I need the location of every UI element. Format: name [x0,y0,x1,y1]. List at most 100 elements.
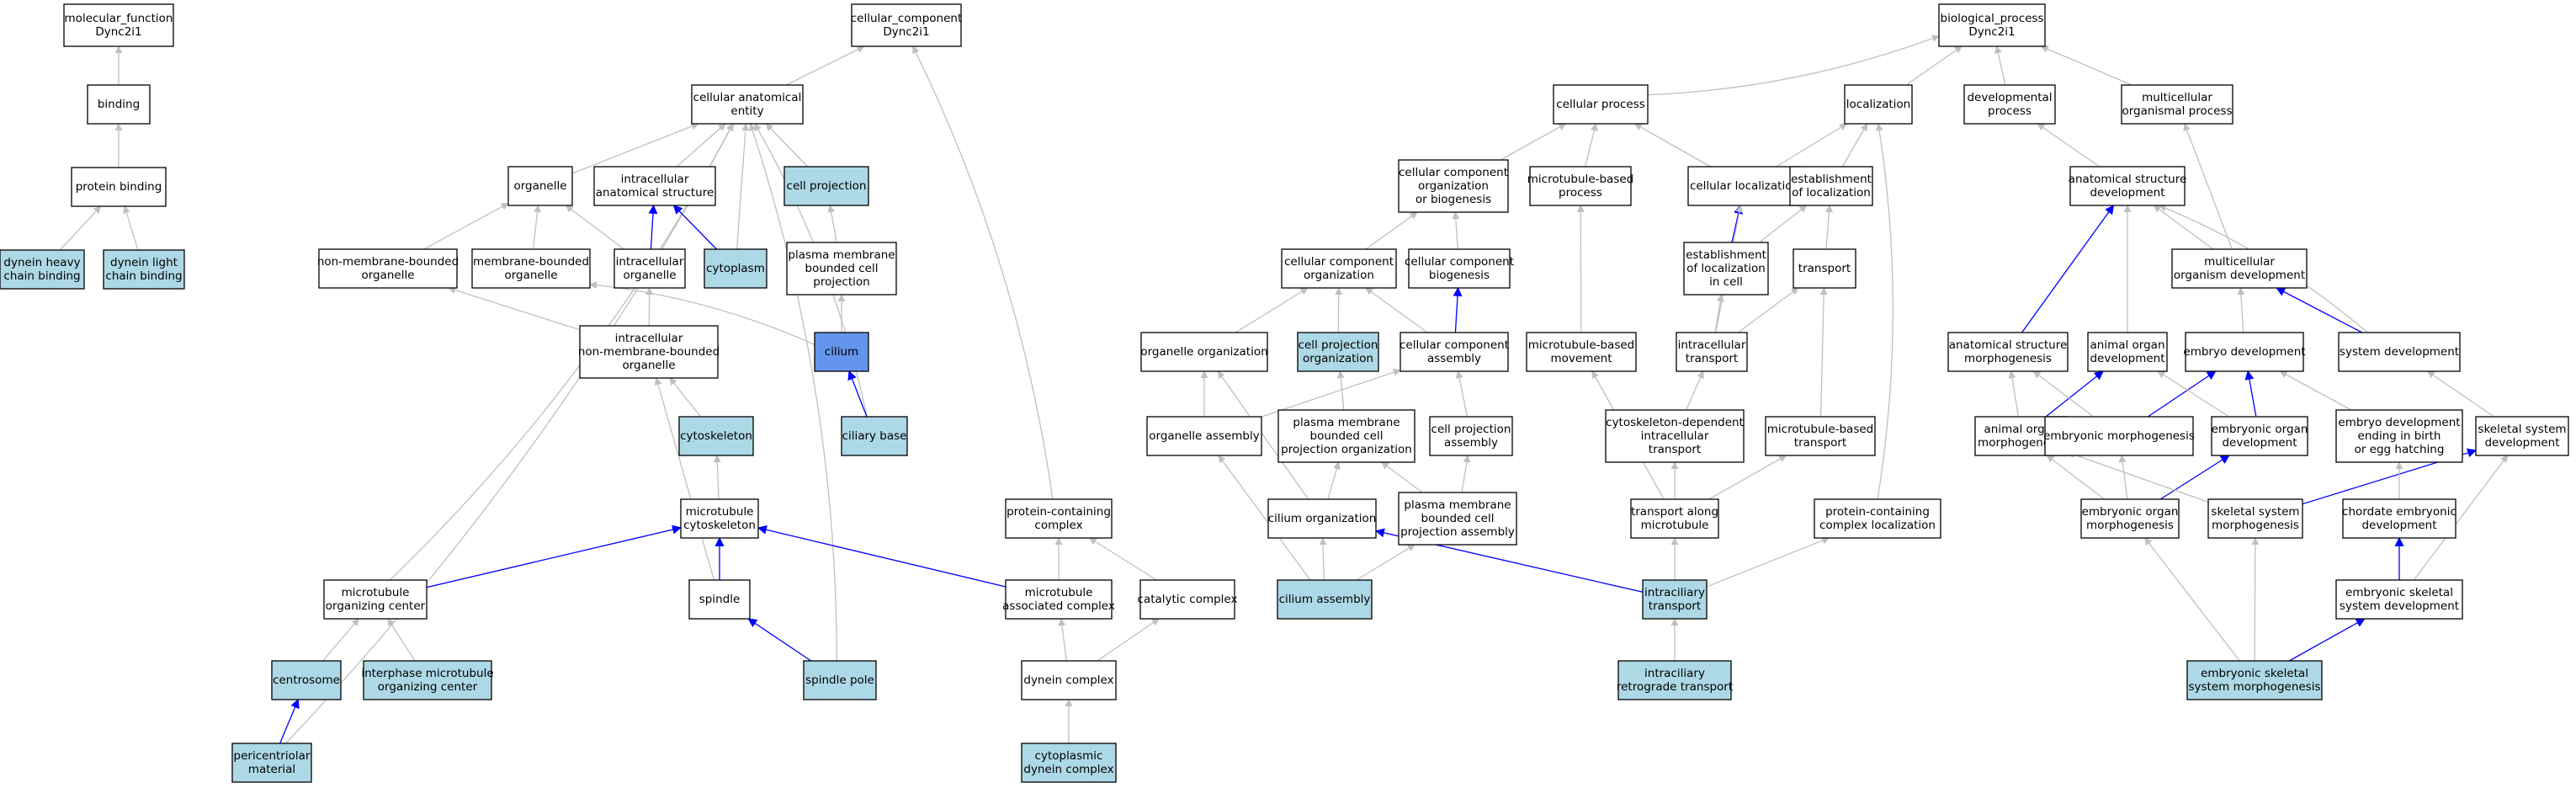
go-term-organelle-org[interactable]: organelle organization [1140,332,1268,372]
term-box[interactable] [471,248,591,289]
term-box[interactable] [2087,332,2168,372]
term-box[interactable] [2185,332,2304,372]
go-term-protein-binding[interactable]: protein binding [71,167,167,207]
go-term-organelle-assembly[interactable]: organelle assembly [1146,416,1262,456]
term-box[interactable] [71,167,167,207]
term-box[interactable] [688,579,751,620]
term-box[interactable] [1605,409,1745,463]
term-box[interactable] [1793,248,1856,289]
term-box[interactable] [2186,660,2323,700]
term-box[interactable] [1765,416,1876,456]
term-box[interactable] [1297,332,1379,372]
term-box[interactable] [2211,416,2308,456]
go-term-cilium-assembly[interactable]: cilium assembly [1277,579,1373,620]
go-term-inmbo[interactable]: intracellularnon-membrane-boundedorganel… [578,325,720,379]
term-box[interactable] [1139,579,1235,620]
term-box[interactable] [2121,84,2233,125]
go-term-cilium[interactable]: cilium [814,332,869,372]
term-box[interactable] [1687,166,1802,206]
term-box[interactable] [1277,579,1373,620]
go-term-spindle[interactable]: spindle [688,579,751,620]
term-box[interactable] [1400,332,1509,372]
term-box[interactable] [103,249,185,290]
term-box[interactable] [1814,498,1941,539]
go-term-embryo-dev[interactable]: embryo development [2183,332,2306,372]
term-box[interactable] [2338,332,2461,372]
term-box[interactable] [1277,409,1415,463]
term-box[interactable] [1005,498,1113,539]
go-term-localization[interactable]: localization [1844,84,1913,125]
go-term-dynein-complex[interactable]: dynein complex [1021,660,1117,700]
term-box[interactable] [1146,416,1262,456]
term-box[interactable] [0,249,85,290]
term-box[interactable] [783,166,869,206]
go-term-cytoskeleton[interactable]: cytoskeleton [678,416,754,456]
term-box[interactable] [318,248,458,289]
term-box[interactable] [841,416,908,456]
term-box[interactable] [803,660,877,700]
term-box[interactable] [2335,579,2463,620]
term-box[interactable] [2069,166,2186,206]
go-term-emb-morph[interactable]: embryonic morphogenesis [2043,416,2195,456]
term-box[interactable] [579,325,719,379]
term-box[interactable] [786,242,897,296]
term-box[interactable] [1938,3,2046,47]
term-box[interactable] [613,248,686,289]
go-term-cilium-org[interactable]: cilium organization [1267,498,1377,539]
term-box[interactable] [1005,579,1113,620]
term-box[interactable] [691,84,804,125]
term-box[interactable] [2044,416,2194,456]
term-box[interactable] [1963,84,2056,125]
go-term-ciliary-base[interactable]: ciliary base [841,416,908,456]
go-term-spindle-pole[interactable]: spindle pole [803,660,877,700]
go-term-catalytic-complex[interactable]: catalytic complex [1138,579,1238,620]
term-box[interactable] [1617,660,1732,700]
term-box[interactable] [1844,84,1913,125]
term-box[interactable] [87,84,151,125]
go-term-cdit[interactable]: cytoskeleton-dependentintracellulartrans… [1605,409,1745,463]
go-term-centrosome[interactable]: centrosome [271,660,342,700]
term-box[interactable] [1947,332,2069,372]
term-box[interactable] [814,332,869,372]
term-box[interactable] [1683,242,1769,296]
term-box[interactable] [1281,248,1397,289]
term-box[interactable] [851,3,962,47]
term-box[interactable] [231,743,312,783]
term-box[interactable] [63,3,174,47]
go-term-organelle[interactable]: organelle [507,166,573,206]
go-term-cell-projection[interactable]: cell projection [783,166,869,206]
